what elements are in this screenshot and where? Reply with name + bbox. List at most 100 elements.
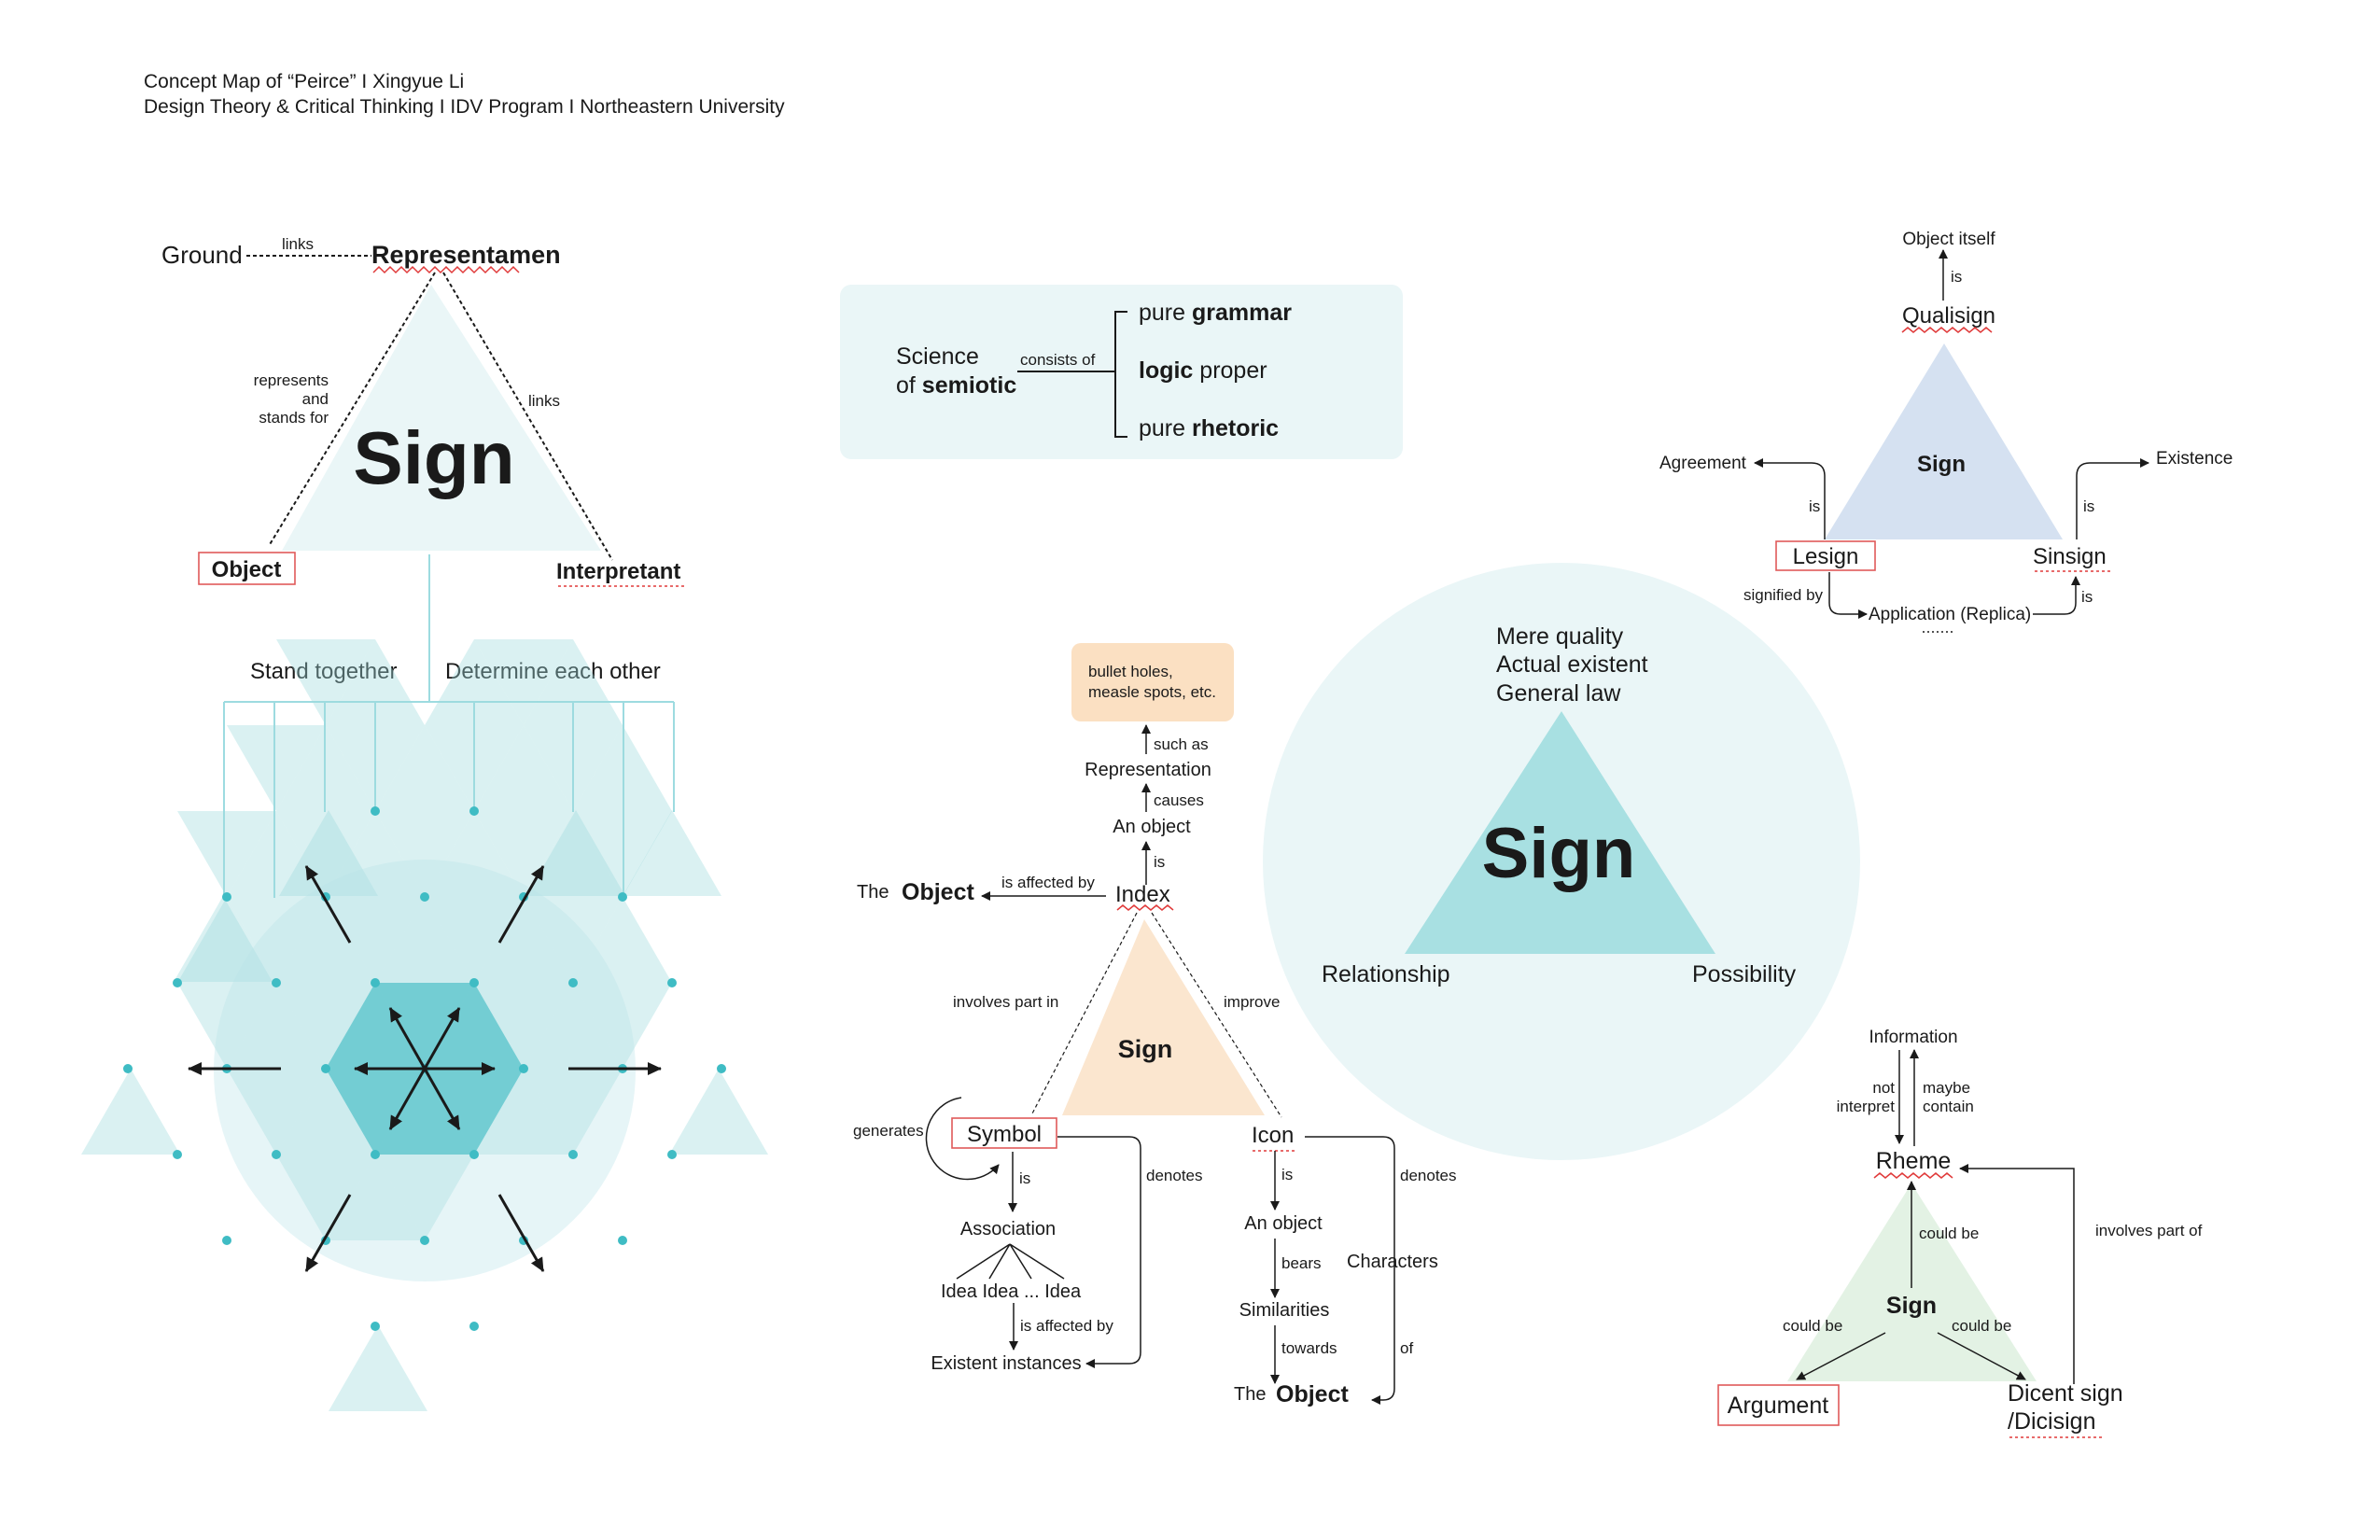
pattern-triangle <box>227 811 326 897</box>
symbol-box <box>951 1117 1057 1149</box>
pattern-dot <box>222 1236 231 1245</box>
object-label: Object <box>212 557 282 582</box>
dicisign-label: /Dicisign <box>2008 1408 2095 1435</box>
pattern-dot <box>123 1064 133 1073</box>
denotes-label-2: denotes <box>1400 1167 1457 1184</box>
the-object-label-2: Object <box>1276 1381 1349 1407</box>
pattern-dot <box>272 1150 281 1159</box>
rheme-sign-title: Sign <box>1886 1293 1937 1319</box>
semiotic-box: Science of semiotic consists of pure gra… <box>840 285 1403 459</box>
possibility-label: Possibility <box>1692 961 1797 987</box>
qualisign-is-label: is <box>1951 268 1962 286</box>
pattern-triangle <box>573 725 672 811</box>
pattern-dot <box>272 978 281 987</box>
pattern-triangle <box>474 811 573 897</box>
pattern-triangle <box>524 811 623 897</box>
rheme-section: Information not interpret maybe contain … <box>1717 1028 2203 1438</box>
index-sign-triangle <box>1062 919 1265 1115</box>
pattern-triangle <box>524 639 623 725</box>
similarities-label: Similarities <box>1239 1300 1330 1321</box>
pattern-triangle <box>276 983 375 1069</box>
pattern-triangle <box>227 897 326 983</box>
science-label-2: of semiotic <box>896 372 1016 399</box>
information-label: Information <box>1869 1028 1957 1047</box>
argument-label: Argument <box>1728 1393 1828 1419</box>
pattern-triangle <box>375 811 474 897</box>
qualisign-underline <box>1901 327 1993 333</box>
pure-rhetoric: pure rhetoric <box>1139 415 1279 441</box>
generates-loop <box>925 1097 1000 1181</box>
lesign-label: Lesign <box>1793 544 1859 569</box>
actual-existent-label: Actual existent <box>1496 651 1648 678</box>
association-branches <box>956 1243 1065 1280</box>
pattern-triangle <box>474 1069 573 1155</box>
pattern-dot <box>420 892 429 902</box>
idea-line-label: Idea Idea ... Idea <box>941 1281 1082 1302</box>
icon-is-label: is <box>1281 1166 1293 1183</box>
pattern-triangle <box>425 725 524 811</box>
pattern-triangle <box>276 639 375 725</box>
pattern-dot <box>420 1236 429 1245</box>
pattern-dot <box>469 978 479 987</box>
agreement-label: Agreement <box>1659 454 1747 473</box>
could-be-left-arrow <box>1796 1332 1886 1380</box>
pattern-triangle <box>524 983 623 1069</box>
pattern-triangle <box>227 983 326 1069</box>
mere-quality-label: Mere quality <box>1496 623 1624 650</box>
sinsign-is-label: is <box>2083 497 2094 515</box>
pattern-triangle <box>669 1069 768 1155</box>
pattern-triangle <box>526 810 625 896</box>
pattern-triangle <box>227 725 326 811</box>
triad-dashed-right <box>442 272 613 561</box>
science-label-1: Science <box>896 343 979 370</box>
icon-label: Icon <box>1252 1123 1294 1148</box>
symbol-denotes-line <box>1057 1136 1141 1368</box>
signified-by-label: signified by <box>1743 586 1824 604</box>
the-object-label: Object <box>902 879 974 905</box>
could-be-top-label: could be <box>1919 1225 1979 1242</box>
pattern-triangle <box>425 811 524 897</box>
sign-title-large: Sign <box>353 416 514 499</box>
involves-part-of-line <box>1959 1164 2075 1384</box>
association-label: Association <box>960 1219 1056 1239</box>
could-be-left-label: could be <box>1783 1317 1842 1335</box>
index-section: bullet holes, measle spots, etc. such as… <box>853 643 1457 1407</box>
relationship-label: Relationship <box>1322 961 1450 987</box>
sign-triangle-large <box>282 285 601 551</box>
determine-label: Determine each other <box>445 659 661 684</box>
pattern-dot <box>519 1064 528 1073</box>
bullet-holes-label-2: measle spots, etc. <box>1088 683 1216 701</box>
links-label-top: links <box>282 235 314 253</box>
pattern-triangle <box>375 725 474 811</box>
pattern-triangle <box>573 983 672 1069</box>
links-label-right: links <box>528 392 560 410</box>
existent-instances-label: Existent instances <box>931 1353 1081 1374</box>
pattern-triangle <box>326 639 425 725</box>
object-itself-label: Object itself <box>1902 230 1995 249</box>
bullet-holes-box <box>1071 643 1234 721</box>
maybe-label: maybe <box>1923 1079 1970 1097</box>
pattern-dot <box>371 1150 380 1159</box>
could-be-right-label: could be <box>1952 1317 2011 1335</box>
application-is-label: is <box>2081 588 2093 606</box>
header-subtitle: Design Theory & Critical Thinking I IDV … <box>144 96 785 118</box>
pattern-triangle <box>276 725 375 811</box>
pattern-dot <box>717 1064 726 1073</box>
lesign-is-label: is <box>1809 497 1820 515</box>
center-sign-title: Sign <box>1482 814 1636 893</box>
towards-label: towards <box>1281 1339 1337 1357</box>
pattern-triangle <box>276 897 375 983</box>
header-title: Concept Map of “Peirce” I Xingyue Li <box>144 71 465 92</box>
pattern-dot <box>469 806 479 816</box>
stand-together-label: Stand together <box>250 659 397 684</box>
pattern-triangle <box>326 725 425 811</box>
index-dashed-left <box>1030 912 1138 1116</box>
pattern-dot <box>469 1322 479 1331</box>
the-label: The <box>857 882 889 903</box>
pattern-triangle <box>279 810 378 896</box>
logic-proper: logic proper <box>1139 357 1267 384</box>
pattern-triangle <box>177 983 276 1069</box>
generates-label: generates <box>853 1122 924 1140</box>
pattern-triangle <box>326 897 425 983</box>
